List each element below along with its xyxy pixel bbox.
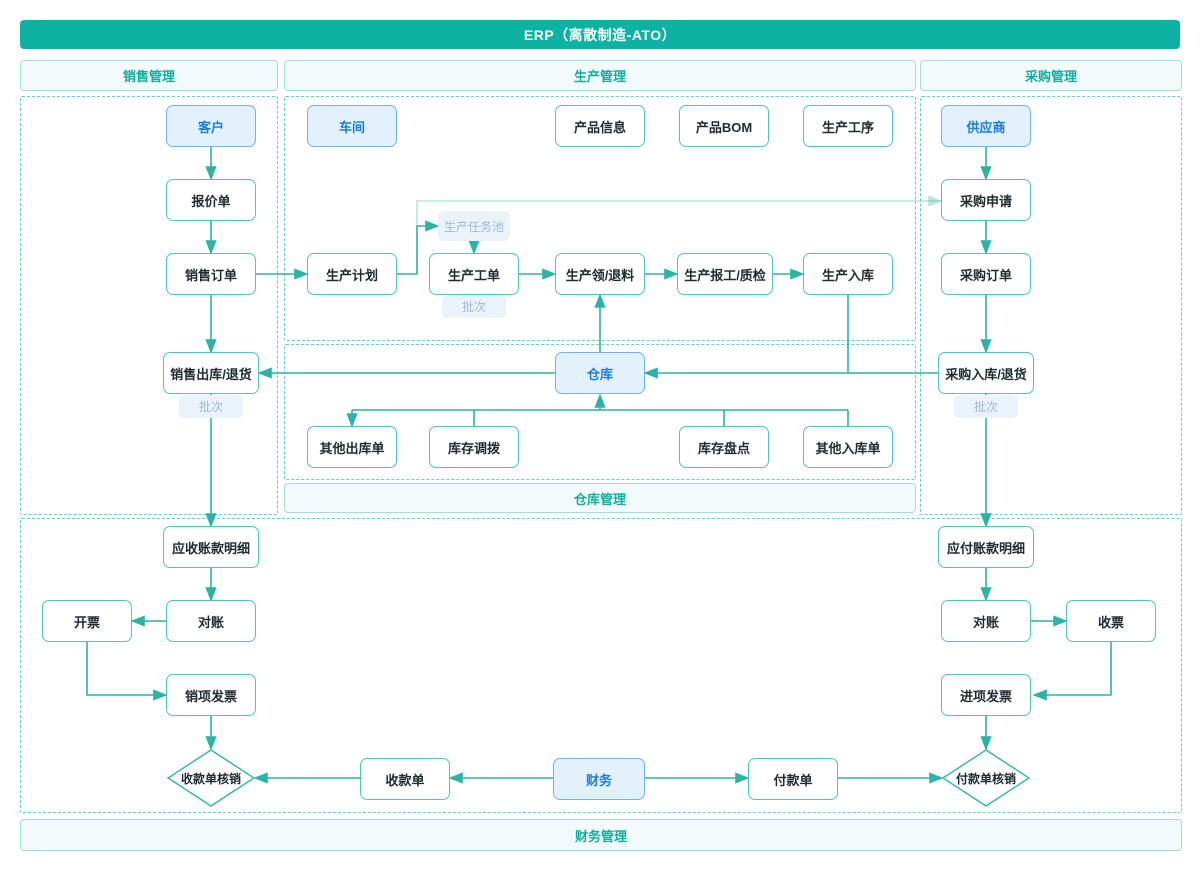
node-label: 收款单核销 bbox=[180, 771, 241, 786]
node-purchase-inbound[interactable]: 采购入库/退货 bbox=[938, 352, 1034, 394]
node-sales-order[interactable]: 销售订单 bbox=[166, 253, 256, 295]
edge bbox=[416, 195, 943, 226]
node-other-inbound[interactable]: 其他入库单 bbox=[803, 426, 893, 468]
node-product-bom[interactable]: 产品BOM bbox=[679, 105, 769, 147]
node-reconcile-ap[interactable]: 对账 bbox=[941, 600, 1031, 642]
node-receive-invoice[interactable]: 收票 bbox=[1066, 600, 1156, 642]
sales-lane-container bbox=[20, 96, 278, 515]
node-customer[interactable]: 客户 bbox=[166, 105, 256, 147]
node-warehouse-node[interactable]: 仓库 bbox=[555, 352, 645, 394]
node-other-outbound[interactable]: 其他出库单 bbox=[307, 426, 397, 468]
section-header-sales: 销售管理 bbox=[20, 60, 278, 91]
node-batch-purchase: 批次 bbox=[954, 395, 1018, 418]
node-ap-detail[interactable]: 应付账款明细 bbox=[938, 526, 1034, 568]
node-production-work-order[interactable]: 生产工单 bbox=[429, 253, 519, 295]
node-supplier[interactable]: 供应商 bbox=[941, 105, 1031, 147]
node-workshop[interactable]: 车间 bbox=[307, 105, 397, 147]
node-production-picking[interactable]: 生产领/退料 bbox=[555, 253, 645, 295]
section-header-purchase: 采购管理 bbox=[920, 60, 1182, 91]
purchase-lane-container bbox=[920, 96, 1182, 515]
node-production-reporting[interactable]: 生产报工/质检 bbox=[677, 253, 773, 295]
node-reconcile-ar[interactable]: 对账 bbox=[166, 600, 256, 642]
section-header-warehouse: 仓库管理 bbox=[284, 483, 916, 513]
node-receipt-order[interactable]: 收款单 bbox=[360, 758, 450, 800]
node-production-inbound[interactable]: 生产入库 bbox=[803, 253, 893, 295]
node-purchase-invoice[interactable]: 进项发票 bbox=[941, 674, 1031, 716]
edge bbox=[86, 642, 168, 701]
node-purchase-request[interactable]: 采购申请 bbox=[941, 179, 1031, 221]
node-product-info[interactable]: 产品信息 bbox=[555, 105, 645, 147]
node-ar-detail[interactable]: 应收账款明细 bbox=[163, 526, 259, 568]
section-header-production: 生产管理 bbox=[284, 60, 916, 91]
node-production-task-pool: 生产任务池 bbox=[438, 211, 510, 241]
node-label: 付款单核销 bbox=[955, 771, 1016, 786]
node-sales-invoice[interactable]: 销项发票 bbox=[166, 674, 256, 716]
node-batch-sales: 批次 bbox=[179, 395, 243, 418]
diagram-title-banner: ERP（离散制造-ATO） bbox=[20, 20, 1180, 49]
section-header-finance: 财务管理 bbox=[20, 819, 1182, 851]
node-inventory-transfer[interactable]: 库存调拨 bbox=[429, 426, 519, 468]
node-quote[interactable]: 报价单 bbox=[166, 179, 256, 221]
node-receipt-writeoff[interactable]: 收款单核销 bbox=[167, 749, 255, 807]
node-batch-production: 批次 bbox=[442, 295, 506, 318]
node-inventory-count[interactable]: 库存盘点 bbox=[679, 426, 769, 468]
edge bbox=[1032, 642, 1112, 701]
node-production-plan[interactable]: 生产计划 bbox=[307, 253, 397, 295]
node-purchase-order[interactable]: 采购订单 bbox=[941, 253, 1031, 295]
node-payment-order[interactable]: 付款单 bbox=[748, 758, 838, 800]
node-invoicing[interactable]: 开票 bbox=[42, 600, 132, 642]
edge bbox=[397, 220, 440, 275]
node-payment-writeoff[interactable]: 付款单核销 bbox=[942, 749, 1030, 807]
node-sales-outbound[interactable]: 销售出库/退货 bbox=[163, 352, 259, 394]
node-production-process[interactable]: 生产工序 bbox=[803, 105, 893, 147]
node-finance-node[interactable]: 财务 bbox=[553, 758, 645, 800]
finance-lane-container bbox=[20, 518, 1182, 813]
